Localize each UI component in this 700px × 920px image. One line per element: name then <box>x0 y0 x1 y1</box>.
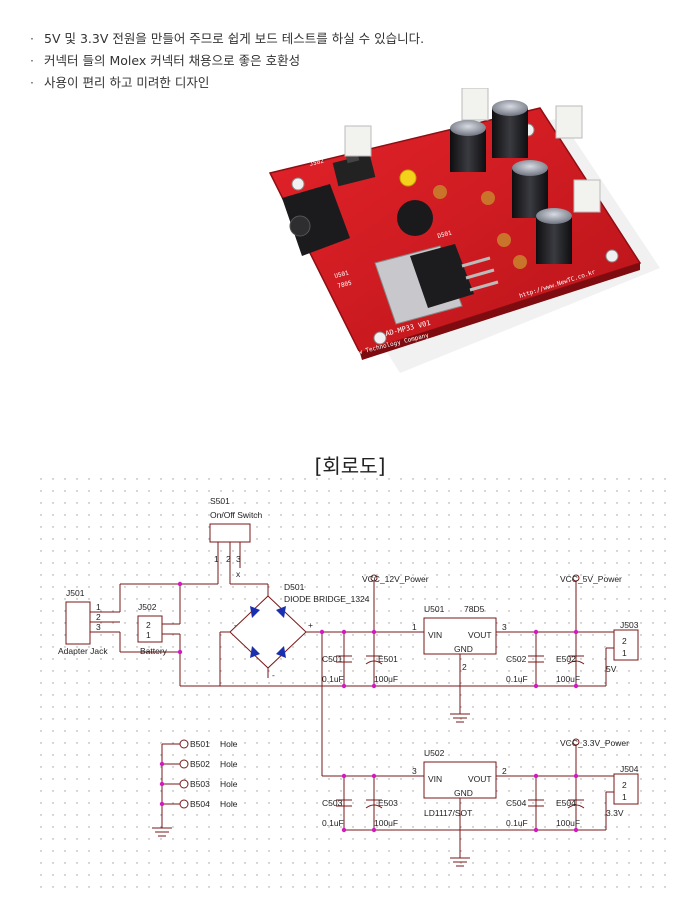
molex-connector <box>573 179 601 213</box>
c502-label: C502 <box>506 654 527 664</box>
e501-value: 100uF <box>374 674 398 684</box>
pin-label: 2 <box>622 636 627 646</box>
e502-value: 100uF <box>556 674 580 684</box>
j501-label: J501 <box>66 588 85 598</box>
b503-label: B503 <box>190 779 210 789</box>
pin-label: 2 <box>146 620 151 630</box>
feature-item: ·5V 및 3.3V 전원을 만들어 주므로 쉽게 보드 테스트를 하실 수 있… <box>30 31 425 46</box>
u501-part: 78D5 <box>464 604 485 614</box>
j503-label: J503 <box>620 620 639 630</box>
pin-label: 2 <box>462 662 467 672</box>
hole-label: Hole <box>220 799 238 809</box>
hole-label: Hole <box>220 779 238 789</box>
board-d501: D501 <box>437 230 453 240</box>
pin-label: 1 <box>622 648 627 658</box>
feature-list: ·5V 및 3.3V 전원을 만들어 주므로 쉽게 보드 테스트를 하실 수 있… <box>30 28 670 94</box>
u501-label: U501 <box>424 604 445 614</box>
pin-label: 1 <box>96 602 101 612</box>
u502-gnd: GND <box>454 788 473 798</box>
hole-label: Hole <box>220 759 238 769</box>
hole-label: Hole <box>220 739 238 749</box>
pin-label: 3 <box>502 622 507 632</box>
board-u501: U501 <box>334 270 350 280</box>
c501-value: 0.1uF <box>322 674 344 684</box>
board-7805: 7805 <box>337 280 353 290</box>
c504-value: 0.1uF <box>506 818 528 828</box>
c503-value: 0.1uF <box>322 818 344 828</box>
u502-label: U502 <box>424 748 445 758</box>
c503-label: C503 <box>322 798 343 808</box>
b502-label: B502 <box>190 759 210 769</box>
s501-desc: On/Off Switch <box>210 510 263 520</box>
product-photo: AD-MP33 V01 New Technology Company http:… <box>268 88 660 373</box>
bridge-minus: - <box>234 620 237 630</box>
bridge-rectifier <box>397 200 433 236</box>
pin-label: 3 <box>96 622 101 632</box>
j504-label: J504 <box>620 764 639 774</box>
no-connect-mark: x <box>236 569 241 579</box>
molex-connector <box>344 125 372 157</box>
pin-label: 1 <box>412 622 417 632</box>
bridge-minus: - <box>272 670 275 680</box>
u502-vin: VIN <box>428 774 442 784</box>
pin-label: 1 <box>214 554 219 564</box>
c502-value: 0.1uF <box>506 674 528 684</box>
section-title: [회로도] <box>314 454 386 478</box>
c501-label: C501 <box>322 654 343 664</box>
c504-label: C504 <box>506 798 527 808</box>
vcc33-label: VCC_3.3V_Power <box>560 738 629 748</box>
j502-label: J502 <box>138 602 157 612</box>
b501-label: B501 <box>190 739 210 749</box>
molex-connector <box>555 105 583 139</box>
capacitor <box>492 100 528 158</box>
e503-label: E503 <box>378 798 398 808</box>
e502-label: E502 <box>556 654 576 664</box>
board-j502: J502 <box>309 158 325 168</box>
b504-label: B504 <box>190 799 210 809</box>
s501-label: S501 <box>210 496 230 506</box>
pin-label: 3 <box>412 766 417 776</box>
vcc12-label: VCC_12V_Power <box>362 574 429 584</box>
d501-desc: DIODE BRIDGE_1324 <box>284 594 370 604</box>
j502-desc: Battery <box>140 646 168 656</box>
pin-label: 2 <box>502 766 507 776</box>
dc-jack <box>282 184 350 256</box>
d501-label: D501 <box>284 582 305 592</box>
pin-label: 2 <box>622 780 627 790</box>
pin-label: 1 <box>146 630 151 640</box>
u502-part: LD1117/SOT <box>424 808 472 818</box>
e501-label: E501 <box>378 654 398 664</box>
feature-item: ·사용이 편리 하고 미려한 디자인 <box>30 75 210 90</box>
e504-label: E504 <box>556 798 576 808</box>
pin-label: 2 <box>96 612 101 622</box>
voltage-regulator <box>374 244 499 325</box>
capacitor <box>512 160 548 218</box>
j503-value: 5V <box>606 664 617 674</box>
j504-value: 3.3V <box>606 808 624 818</box>
circuit-schematic: S501 On/Off Switch 1 2 3 x D501 DIODE BR… <box>40 478 670 898</box>
pin-label: 1 <box>622 792 627 802</box>
bridge-plus: + <box>308 620 313 630</box>
molex-connector <box>461 88 489 121</box>
capacitor <box>450 120 486 172</box>
e504-value: 100uF <box>556 818 580 828</box>
j501-desc: Adapter Jack <box>58 646 108 656</box>
u501-gnd: GND <box>454 644 473 654</box>
feature-item: ·커넥터 들의 Molex 커넥터 채용으로 좋은 호환성 <box>30 53 301 68</box>
pin-label: 2 <box>226 554 231 564</box>
capacitor <box>536 208 572 264</box>
e503-value: 100uF <box>374 818 398 828</box>
u501-vin: VIN <box>428 630 442 640</box>
pin-label: 3 <box>236 554 241 564</box>
vcc5-label: VCC_5V_Power <box>560 574 622 584</box>
u502-vout: VOUT <box>468 774 492 784</box>
u501-vout: VOUT <box>468 630 492 640</box>
